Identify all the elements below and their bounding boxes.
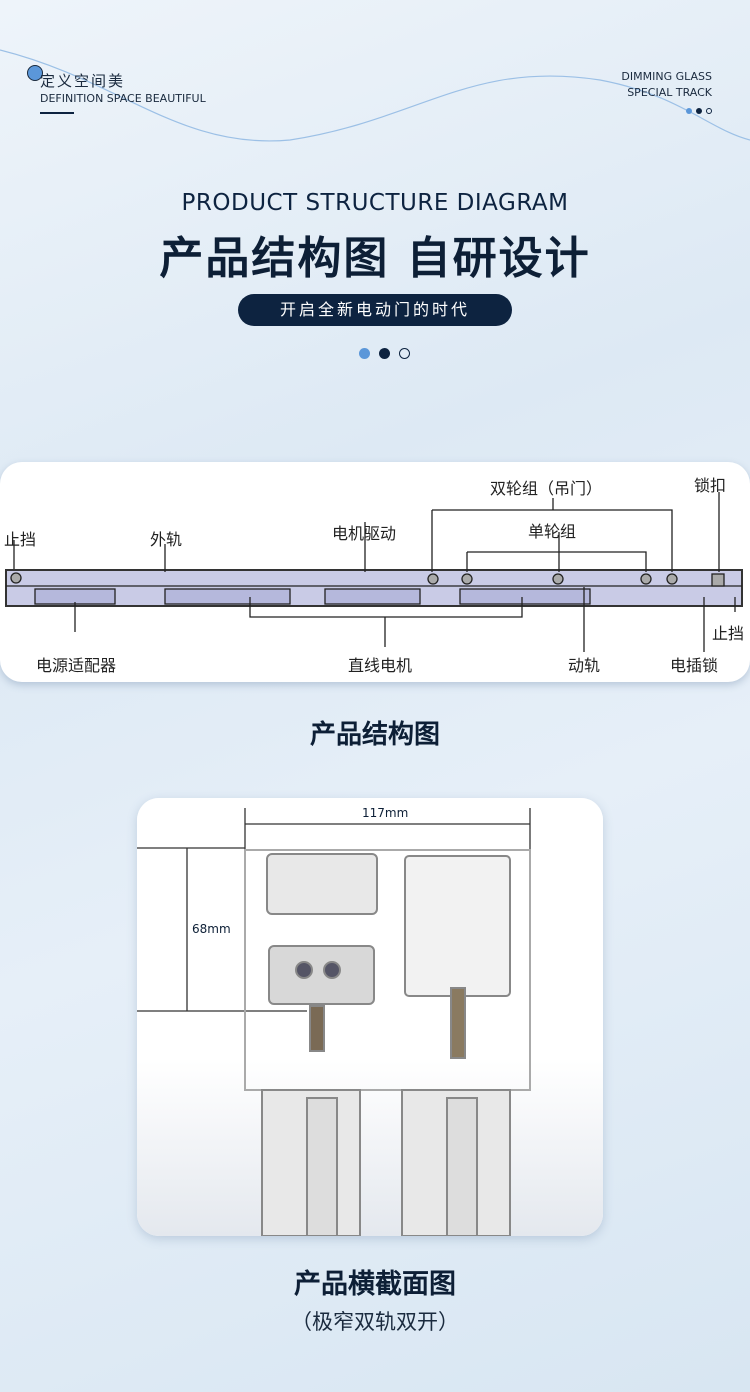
structure-diagram-card: 止挡 外轨 电机驱动 双轮组（吊门） 单轮组 锁扣 止挡 电源适配器 直线电机 … (0, 462, 750, 682)
label-outer-rail: 外轨 (150, 530, 183, 549)
cross-section-caption: 产品横截面图 (294, 1269, 456, 1300)
label-double-wheel: 双轮组（吊门） (490, 479, 603, 498)
section-title-en: PRODUCT STRUCTURE DIAGRAM (181, 190, 569, 216)
pager-dots (359, 348, 410, 359)
label-linear-motor: 直线电机 (348, 656, 413, 675)
tagline-pill: 开启全新电动门的时代 (238, 294, 512, 326)
track-diagram (5, 492, 743, 652)
pager-dots (621, 108, 712, 114)
label-power-adapter: 电源适配器 (36, 656, 117, 675)
cross-section-card: 117mm 68mm (137, 798, 603, 1236)
label-motor-drive: 电机驱动 (332, 524, 397, 543)
brand-logo-icon (27, 65, 43, 81)
label-single-wheel: 单轮组 (528, 522, 577, 541)
brand-name-en: DEFINITION SPACE BEAUTIFUL (40, 92, 206, 105)
label-stop-left: 止挡 (4, 530, 37, 549)
section-title-cn: 产品结构图 自研设计 (159, 233, 591, 284)
decorative-curve (0, 49, 750, 142)
brand-underline (40, 112, 74, 114)
cross-section-drawing (137, 798, 603, 1236)
structure-caption: 产品结构图 (309, 720, 440, 750)
label-electric-lock: 电插锁 (670, 656, 719, 675)
width-dimension: 117mm (362, 806, 409, 820)
label-stop-right: 止挡 (712, 624, 745, 643)
height-dimension: 68mm (192, 922, 231, 936)
brand-name-cn: 定义空间美 (40, 72, 126, 90)
tagline-line2: SPECIAL TRACK (627, 86, 712, 99)
header-tagline: DIMMING GLASS SPECIAL TRACK (621, 69, 712, 114)
cross-section-subcaption: （极窄双轨双开） (291, 1310, 459, 1334)
tagline-line1: DIMMING GLASS (621, 70, 712, 83)
label-lock-catch: 锁扣 (694, 476, 727, 495)
label-moving-rail: 动轨 (568, 656, 601, 675)
